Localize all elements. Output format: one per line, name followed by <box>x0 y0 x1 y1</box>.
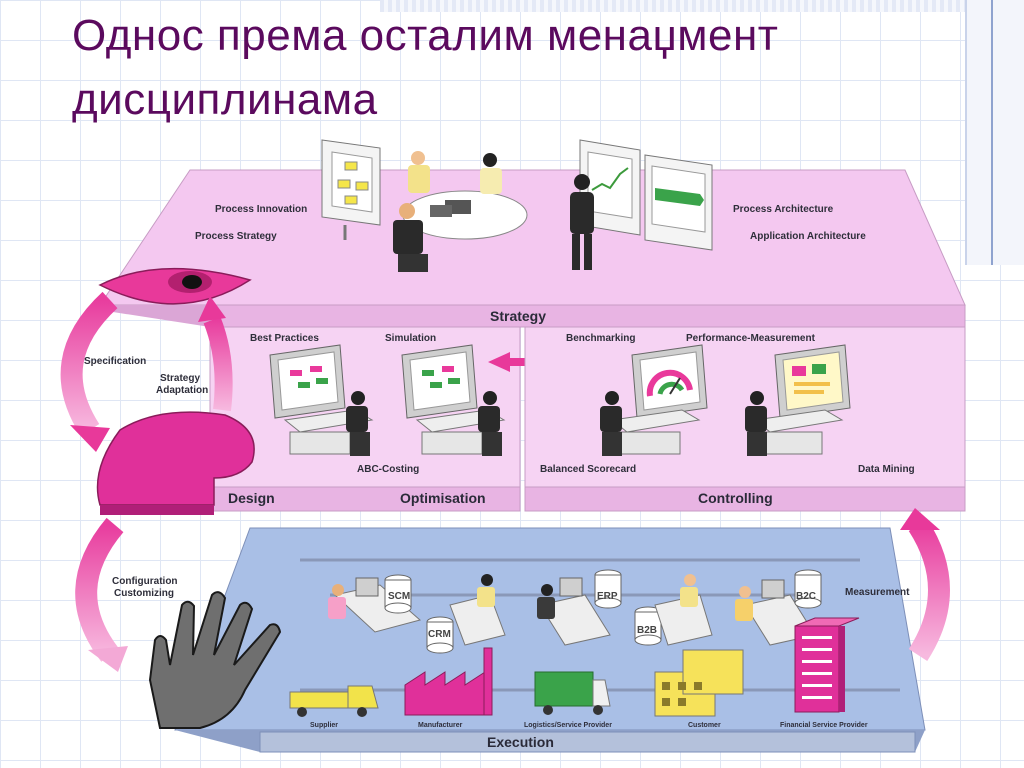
label-process-innovation: Process Innovation <box>215 204 307 215</box>
controlling-workstation-1 <box>600 344 708 456</box>
chart-board <box>579 139 641 236</box>
strategy-adaptation-arrow <box>198 296 233 412</box>
execution-layer-label: Execution <box>487 734 554 750</box>
label-strategy-adaptation-2: Adaptation <box>156 385 208 396</box>
label-strategy-adaptation-1: Strategy <box>160 373 200 384</box>
logistics-truck <box>534 671 611 715</box>
label-specification: Specification <box>84 356 146 367</box>
head-icon <box>96 411 255 515</box>
flowchart-board <box>321 139 381 240</box>
manufacturer-factory <box>404 647 493 716</box>
label-process-architecture: Process Architecture <box>733 204 834 215</box>
label-scm: SCM <box>388 591 410 602</box>
strategy-layer <box>99 169 966 328</box>
specification-arrow <box>60 291 118 452</box>
controlling-layer-label: Controlling <box>698 490 773 506</box>
right-decoration-bar <box>965 0 1024 265</box>
eye-icon <box>98 267 252 305</box>
label-manufacturer: Manufacturer <box>418 722 463 729</box>
label-application-architecture: Application Architecture <box>750 231 866 242</box>
design-layer-label: Design <box>228 490 275 506</box>
system-cluster-erp <box>537 569 713 646</box>
label-b2b: B2B <box>637 625 657 636</box>
label-erp: ERP <box>597 591 618 602</box>
label-measurement: Measurement <box>845 587 910 598</box>
feedback-arrow <box>488 352 540 372</box>
hand-icon <box>148 591 282 729</box>
label-benchmarking: Benchmarking <box>566 333 635 344</box>
label-configuration: Configuration <box>112 576 178 587</box>
label-crm: CRM <box>428 629 451 640</box>
label-best-practices: Best Practices <box>250 333 319 344</box>
label-data-mining: Data Mining <box>858 464 915 475</box>
label-financial-service-provider: Financial Service Provider <box>780 722 868 729</box>
label-performance-measurement: Performance-Measurement <box>686 333 816 344</box>
process-board <box>644 154 713 251</box>
label-b2c: B2C <box>796 591 816 602</box>
meeting-table <box>393 151 528 272</box>
customer-building <box>654 649 744 717</box>
label-customer: Customer <box>688 722 721 729</box>
label-logistics: Logistics/Service Provider <box>524 722 612 729</box>
label-abc-costing: ABC-Costing <box>357 464 419 475</box>
supplier-truck <box>289 685 379 717</box>
label-process-strategy: Process Strategy <box>195 231 277 242</box>
slide-title: Однос према осталим менаџмент дисциплина… <box>72 4 892 132</box>
label-balanced-scorecard: Balanced Scorecard <box>540 464 636 475</box>
label-supplier: Supplier <box>310 722 338 729</box>
top-decoration-band <box>380 0 1024 12</box>
system-cluster-scm <box>328 574 506 654</box>
title-line-2: дисциплинама <box>72 75 378 124</box>
label-customizing: Customizing <box>114 588 174 599</box>
configuration-arrow <box>75 517 128 672</box>
controlling-workstation-2 <box>745 344 851 456</box>
optimisation-layer-label: Optimisation <box>400 490 486 506</box>
title-line-1: Однос према осталим менаџмент <box>72 11 779 60</box>
design-workstation-1 <box>269 344 374 456</box>
strategy-layer-label: Strategy <box>490 308 546 324</box>
measurement-arrow <box>900 508 950 661</box>
presenter-person <box>570 174 594 270</box>
design-workstation-2 <box>401 344 506 456</box>
financial-tower <box>794 617 860 713</box>
label-simulation: Simulation <box>385 333 436 344</box>
